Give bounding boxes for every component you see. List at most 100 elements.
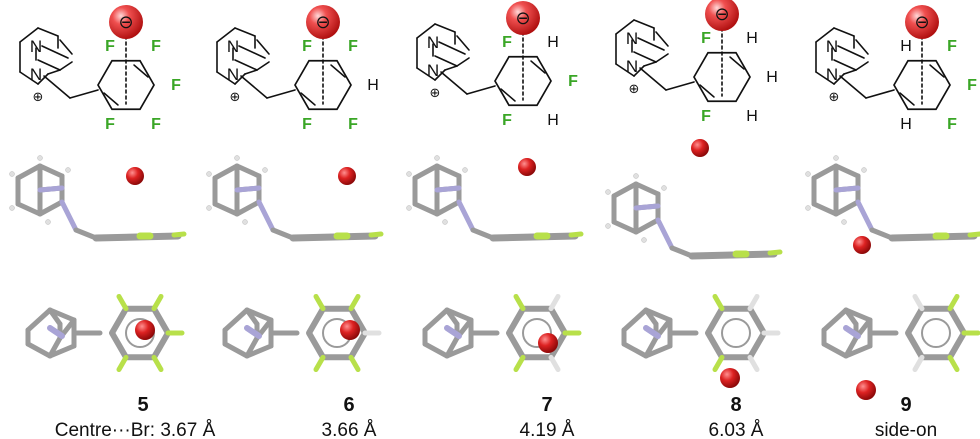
hydrogen-atom: H [900, 116, 912, 133]
fluorine-stick [568, 231, 584, 238]
top-cage-stick [643, 335, 659, 359]
hydrogen-stick [462, 167, 468, 173]
nitrogen-atom-top: N [626, 29, 638, 48]
top-hydrogen-stick [548, 293, 561, 312]
top-view-model [25, 293, 185, 373]
arene-ring [494, 55, 552, 107]
distance-label: side-on [875, 420, 937, 439]
distance-label: Centre···Br: 3.67 Å [55, 420, 216, 439]
hydrogen-stick [661, 185, 667, 191]
arene-double-bond [103, 92, 119, 106]
cage-bond [244, 69, 258, 75]
cage-bond [37, 59, 61, 71]
distance-label: 4.19 Å [520, 420, 575, 439]
hydrogen-atom: H [900, 38, 912, 55]
cage-bond [434, 55, 458, 67]
hydrogen-stick [633, 173, 639, 179]
cage-bond [234, 27, 256, 37]
negative-charge: ⊖ [315, 12, 330, 33]
cage-stick [212, 201, 240, 217]
arene-double-bond [530, 60, 546, 74]
benzyl-bond [266, 89, 296, 99]
cage-bond [815, 71, 835, 85]
cage-stick [15, 201, 43, 217]
top-bromide-ball [720, 368, 740, 388]
top-cage-stick [843, 335, 859, 359]
bromide-ball [691, 139, 709, 157]
top-arene-ring [905, 305, 967, 361]
hydrogen-atom: H [547, 112, 559, 129]
nitrogen-atom-charged: N [227, 65, 239, 84]
fluorine-atom: F [568, 73, 578, 90]
cage-stick [234, 163, 262, 179]
hydrogen-stick [605, 223, 611, 229]
top-cage-stick [444, 343, 474, 359]
arene-double-bond [729, 56, 745, 70]
top-fluorine-stick [513, 293, 526, 312]
top-cage-stick [621, 341, 649, 359]
n-ch2-stick [456, 199, 476, 233]
aromatic-circle [721, 318, 751, 348]
bromide-anion-sphere [905, 5, 939, 39]
top-bromide-ball [538, 333, 558, 353]
fluorine-atom: F [947, 38, 957, 55]
hydrogen-stick [206, 171, 212, 177]
cage-bond [815, 27, 835, 43]
nitrogen-atom-charged: N [626, 57, 638, 76]
hydrogen-stick [434, 155, 440, 161]
hydrogen-stick [805, 205, 811, 211]
fluorine-atom: F [151, 38, 161, 55]
hydrogen-stick [805, 171, 811, 177]
cage-bond [615, 63, 635, 77]
bromide-ball [338, 167, 356, 185]
nitrogen-atom-charged: N [826, 65, 838, 84]
cage-bond [238, 45, 266, 59]
hydrogen-stick [841, 219, 847, 225]
cage-bond [59, 61, 73, 71]
positive-charge: ⊕ [230, 90, 241, 105]
cage-stick [434, 163, 462, 179]
cage-stick [611, 219, 639, 235]
top-cage-stick [47, 335, 63, 359]
hydrogen-stick [262, 167, 268, 173]
top-cage-stick [244, 307, 260, 327]
top-fluorine-stick [116, 354, 129, 373]
cage-stick [611, 181, 639, 199]
cage-stick [234, 199, 262, 217]
compound-number: 5 [137, 394, 148, 416]
arene-ring [693, 51, 751, 103]
top-view-model [222, 293, 382, 373]
top-fluorine-stick [116, 293, 129, 312]
cage-stick [15, 163, 43, 181]
compound-number: 9 [900, 394, 911, 416]
cage-bond [833, 73, 845, 85]
fluorine-atom: F [947, 116, 957, 133]
cage-bond [59, 39, 73, 55]
ch2-bond [440, 71, 468, 95]
cage-stick [37, 163, 65, 179]
arene-ring [294, 59, 352, 111]
compound-number: 6 [343, 394, 354, 416]
top-fluorine-stick [348, 354, 361, 373]
top-nitrogen-stick [444, 325, 462, 339]
bromide-ball [126, 167, 144, 185]
cage-bond [615, 19, 635, 35]
cage-bond [633, 51, 657, 63]
top-cage-stick [444, 335, 460, 359]
arene-double-bond [330, 64, 346, 78]
top-cage-stick [843, 307, 859, 327]
n-ch2-stick [655, 217, 675, 251]
top-hydrogen-stick [747, 354, 760, 373]
bromide-ball [518, 158, 536, 176]
top-cage-stick [621, 307, 649, 333]
hydrogen-stick [406, 171, 412, 177]
cage-stick [212, 163, 240, 181]
top-hydrogen-stick [548, 354, 561, 373]
fluorine-atom: F [502, 34, 512, 51]
